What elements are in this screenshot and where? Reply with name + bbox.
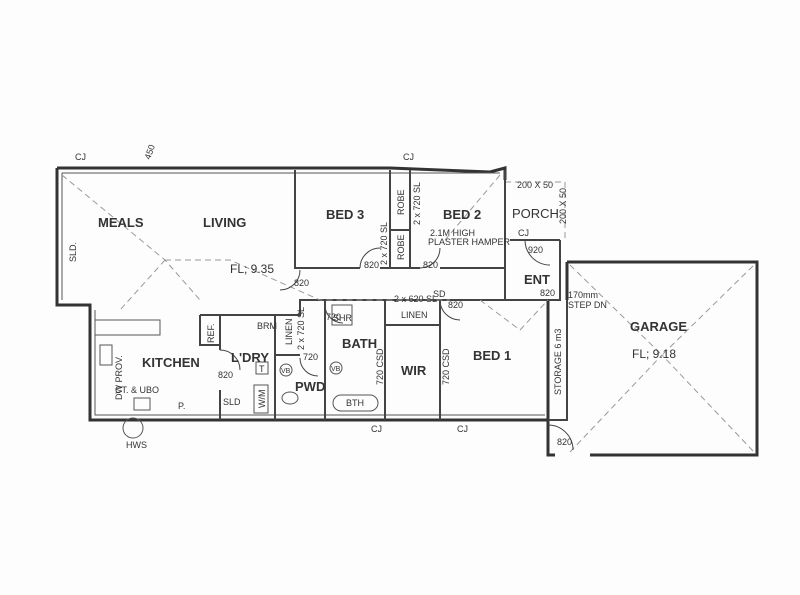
label-sl720-linen: 2 x 720 SL — [296, 307, 306, 350]
label-pantry: P. — [178, 401, 185, 411]
label-sld: SLD — [223, 397, 241, 407]
label-door-820: 820 — [448, 300, 463, 310]
porch-outline — [505, 181, 566, 240]
sink — [99, 344, 113, 366]
vanity-basin — [279, 363, 293, 377]
room-label-bed3: BED 3 — [326, 207, 364, 222]
label-hamper: PLASTER HAMPER — [428, 237, 511, 247]
label-door-820: 820 — [423, 260, 438, 270]
room-label-kitchen: KITCHEN — [142, 355, 200, 370]
label-door-820: 820 — [218, 370, 233, 380]
label-shr: SHR — [333, 313, 353, 323]
label-vb: VB — [331, 366, 341, 373]
toilet — [281, 391, 299, 405]
label-door-820: 820 — [540, 288, 555, 298]
shower — [331, 304, 353, 326]
label-door-920: 920 — [528, 245, 543, 255]
label-ref: REF. — [206, 323, 216, 343]
label-storage: STORAGE 6 m3 — [553, 329, 563, 395]
room-label-living: LIVING — [203, 215, 246, 230]
door-swings — [219, 239, 574, 451]
garage-hip — [569, 264, 755, 453]
floor-level-house: FL; 9.35 — [230, 262, 274, 276]
washing-machine — [253, 384, 269, 414]
label-sd: SD — [433, 289, 446, 299]
garage-wall — [546, 260, 759, 457]
label-csd720: 720 CSD — [375, 348, 385, 385]
room-label-wir: WIR — [401, 363, 427, 378]
kitchen-bench — [94, 319, 161, 336]
label-trough: T — [259, 364, 265, 374]
label-cj: CJ — [457, 424, 468, 434]
room-label-bed1: BED 1 — [473, 348, 511, 363]
label-sl620: 2 x 620 SL — [394, 294, 437, 304]
vanity-basin — [329, 361, 343, 375]
label-step: 170mm — [568, 290, 598, 300]
room-label-bed2: BED 2 — [443, 207, 481, 222]
service-walls — [199, 299, 548, 420]
room-label-bath: BATH — [342, 336, 377, 351]
cooktop — [133, 397, 151, 411]
label-robe: ROBE — [396, 234, 406, 260]
label-linen: LINEN — [401, 310, 428, 320]
label-cj: CJ — [518, 228, 529, 238]
label-door-820: 820 — [557, 437, 572, 447]
room-label-ent: ENT — [524, 272, 550, 287]
storage-wall — [548, 300, 568, 421]
label-cj: CJ — [403, 152, 414, 162]
label-door-820: 820 — [364, 260, 379, 270]
label-door-820: 820 — [294, 278, 309, 288]
trough — [255, 361, 269, 375]
label-dw-prov: DW PROV. — [114, 355, 124, 400]
label-ct-ubo: CT. & UBO — [115, 385, 159, 395]
label-hamper: 2.1M HIGH — [430, 228, 475, 238]
label-vb: VB — [281, 368, 291, 375]
label-bth: BTH — [346, 398, 364, 408]
exterior-wall-inner — [61, 172, 545, 416]
room-label-laundry: L'DRY — [231, 350, 269, 365]
floor-level-garage: FL; 9.18 — [632, 347, 676, 361]
room-label-pwd: PWD — [295, 379, 325, 394]
label-step: STEP DN — [568, 300, 607, 310]
label-robe: ROBE — [396, 189, 406, 215]
room-label-garage: GARAGE — [630, 319, 687, 334]
bath-tub — [332, 394, 379, 412]
label-brm: BRM — [257, 321, 277, 331]
label-door-720: 720 — [326, 312, 341, 322]
label-sld: SLD. — [68, 242, 78, 262]
room-label-porch: PORCH — [512, 206, 559, 221]
room-label-meals: MEALS — [98, 215, 144, 230]
label-wm: W/M — [257, 390, 267, 409]
label-door-720: 720 — [303, 352, 318, 362]
label-cj: CJ — [371, 424, 382, 434]
interior-walls — [294, 170, 505, 269]
label-post: 200 X 50 — [558, 188, 568, 224]
label-csd720: 720 CSD — [441, 348, 451, 385]
label-w450: 450 — [142, 143, 157, 161]
label-linen: LINEN — [284, 318, 294, 345]
label-sl720: 2 x 720 SL — [412, 182, 422, 225]
hws-tank — [122, 417, 144, 439]
roof-hip-lines — [61, 174, 549, 331]
entry-walls — [504, 170, 561, 301]
label-post: 200 X 50 — [517, 180, 553, 190]
label-hws: HWS — [126, 440, 147, 450]
label-sl720: 2 x 720 SL — [379, 222, 389, 265]
label-cj: CJ — [75, 152, 86, 162]
